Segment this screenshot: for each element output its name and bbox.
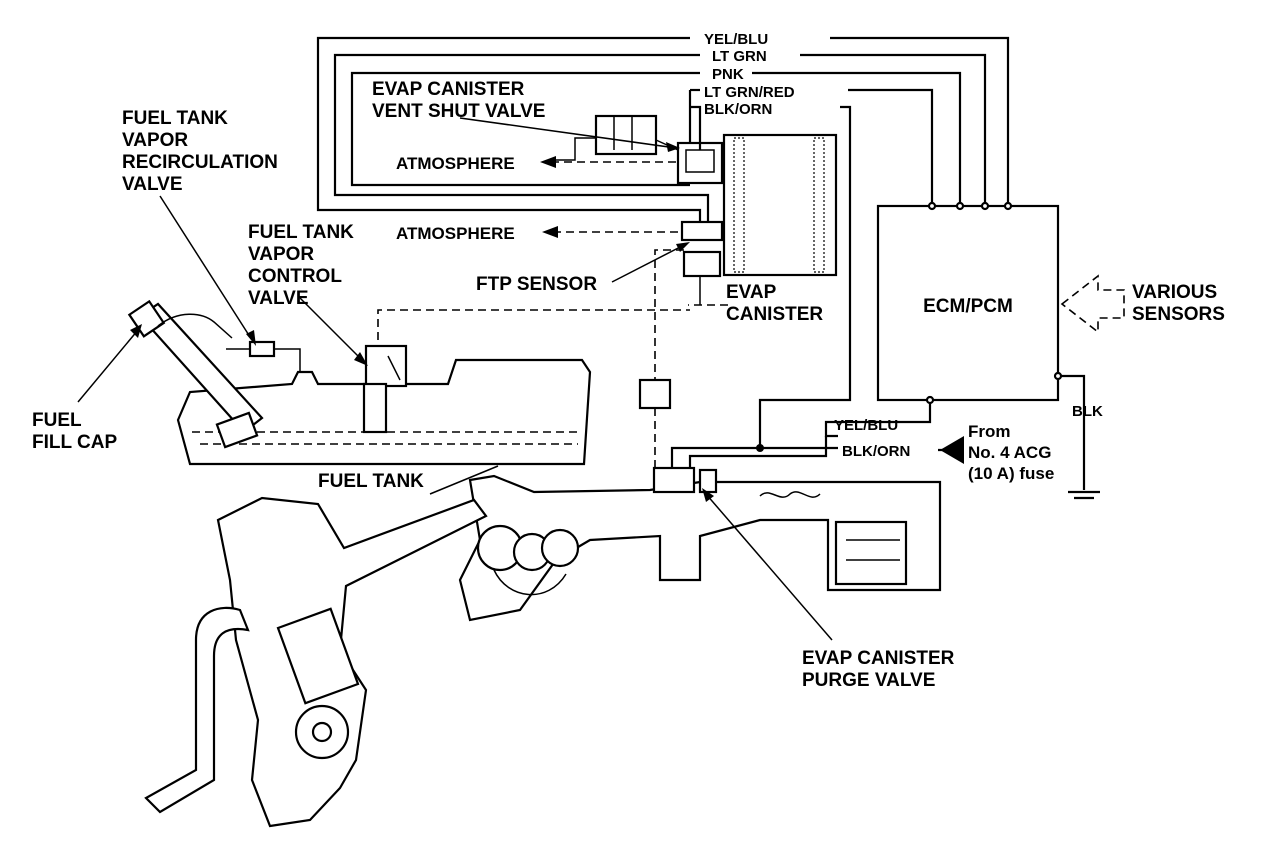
wire-label-blk-orn-top: BLK/ORN xyxy=(704,101,772,118)
fuel-tank xyxy=(127,299,592,466)
fuel-tank-label: FUEL TANK xyxy=(318,471,424,492)
ecm-pcm-module xyxy=(876,201,1125,405)
leader-lines xyxy=(77,117,833,641)
recirc-valve-label-3: RECIRCULATION xyxy=(122,152,278,173)
wire-lt-grn xyxy=(333,53,710,225)
fill-cap-label-1: FUEL xyxy=(32,410,82,431)
control-valve-label-4: VALVE xyxy=(248,288,309,309)
fill-cap-label-2: FILL CAP xyxy=(32,432,117,453)
arrow-left-icon xyxy=(540,156,556,168)
control-valve-label-1: FUEL TANK xyxy=(248,222,354,243)
evap-canister xyxy=(552,114,838,306)
vapor-lines xyxy=(377,249,690,478)
evap-purge-valve xyxy=(652,466,696,494)
fuse-label-2: No. 4 ACG xyxy=(968,443,1051,462)
sensor-input-arrow-icon xyxy=(1060,274,1125,334)
two-way-valve xyxy=(638,378,672,410)
intake-manifold xyxy=(458,466,942,622)
wire-label-yel-blu-bottom: YEL/BLU xyxy=(834,417,898,434)
atmosphere-label-upper: ATMOSPHERE xyxy=(396,154,515,173)
labels: EVAP CANISTER VENT SHUT VALVE FUEL TANK … xyxy=(32,30,1225,691)
ftp-sensor-label: FTP SENSOR xyxy=(476,274,597,295)
wire-pnk xyxy=(350,71,700,187)
fill-cap xyxy=(127,299,166,338)
ecm-label: ECM/PCM xyxy=(923,296,1013,317)
canister-label-1: EVAP xyxy=(726,282,777,303)
wire-lt-grn-right xyxy=(800,53,987,206)
recirc-valve-label-4: VALVE xyxy=(122,174,183,195)
recirc-valve-label-2: VAPOR xyxy=(122,130,188,151)
wire-label-lt-grn-red: LT GRN/RED xyxy=(704,84,795,101)
ftp-sensor xyxy=(680,220,724,242)
wire-lt-grn-red-right xyxy=(848,88,934,206)
atmosphere-arrows xyxy=(540,156,678,238)
wire-blk-orn-top xyxy=(758,105,852,450)
canister-label-2: CANISTER xyxy=(726,304,823,325)
fuse-label-1: From xyxy=(968,422,1011,441)
air-box xyxy=(834,520,908,586)
purge-valve-label-1: EVAP CANISTER xyxy=(802,648,955,669)
vent-shut-valve-label-1: EVAP CANISTER xyxy=(372,79,525,100)
wire-label-blk-orn-bottom: BLK/ORN xyxy=(842,443,910,460)
wire-label-pnk: PNK xyxy=(712,66,744,83)
control-valve-label-3: CONTROL xyxy=(248,266,342,287)
sensors-label-1: VARIOUS xyxy=(1132,282,1217,303)
piston xyxy=(276,607,360,705)
wire-label-blk: BLK xyxy=(1072,403,1103,420)
fuse-arrow-icon xyxy=(940,436,964,464)
wire-yel-blu-right xyxy=(830,36,1010,206)
arrow-left-icon xyxy=(542,226,558,238)
atmosphere-label-lower: ATMOSPHERE xyxy=(396,224,515,243)
wire-yel-blu-purge xyxy=(824,400,932,438)
control-valve-label-2: VAPOR xyxy=(248,244,314,265)
exhaust-pipe xyxy=(144,606,250,814)
fuse-label-3: (10 A) fuse xyxy=(968,464,1054,483)
wire-blk-ground xyxy=(1058,374,1086,490)
wire-pnk-right xyxy=(752,71,962,206)
wire-label-lt-grn: LT GRN xyxy=(712,48,767,65)
purge-valve-label-2: PURGE VALVE xyxy=(802,670,935,691)
junction-dot xyxy=(756,444,764,452)
vent-shut-valve-label-2: VENT SHUT VALVE xyxy=(372,101,545,122)
wire-label-yel-blu-top: YEL/BLU xyxy=(704,31,768,48)
recirc-valve-label-1: FUEL TANK xyxy=(122,108,228,129)
engine xyxy=(144,496,488,828)
sensors-label-2: SENSORS xyxy=(1132,304,1225,325)
vent-filter xyxy=(594,114,658,156)
wire-yel-blu xyxy=(316,36,702,230)
recirculation-valve xyxy=(248,340,276,358)
